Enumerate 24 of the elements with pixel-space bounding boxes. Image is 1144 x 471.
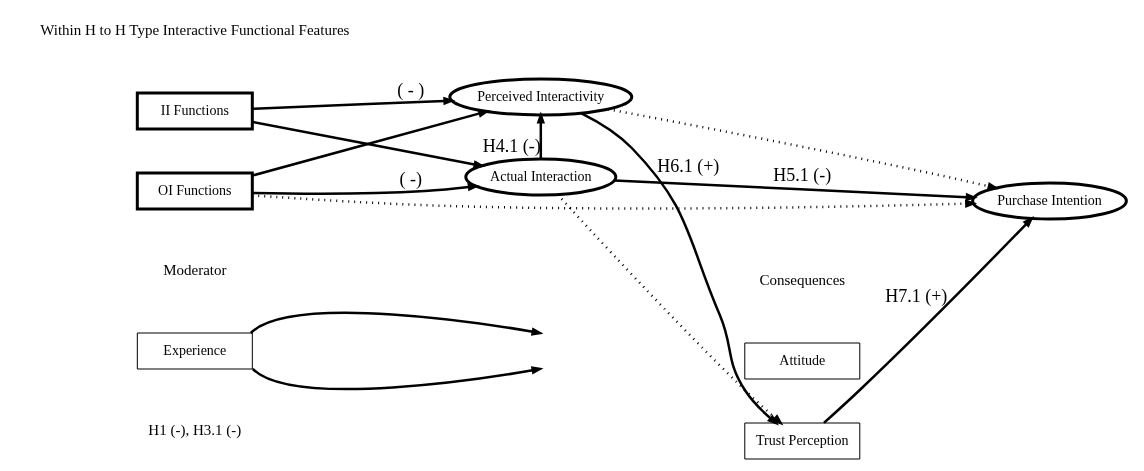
edge-label: H4.1 (-) xyxy=(482,135,541,156)
arrow xyxy=(607,107,1000,190)
node-box: II Functions xyxy=(135,91,254,130)
arrow xyxy=(252,182,480,195)
label: H1 (-), H3.1 (-) xyxy=(148,421,242,437)
arrow xyxy=(252,109,491,177)
arrow xyxy=(614,178,978,201)
edge-label: ( - ) xyxy=(397,79,425,100)
node-box: Experience xyxy=(136,332,253,369)
edge-label: H5.1 (-) xyxy=(773,164,832,185)
label: Moderator xyxy=(163,261,227,277)
arrow xyxy=(823,215,1034,424)
node-box: OI Functions xyxy=(135,171,254,210)
arrow xyxy=(252,193,978,210)
edge-label: H6.1 (+) xyxy=(657,155,720,176)
node-box: Trust Perception xyxy=(744,422,861,459)
label: Consequences xyxy=(759,271,846,287)
edge-label: H7.1 (+) xyxy=(885,285,948,306)
node-box: Attitude xyxy=(744,342,861,379)
label: Within H to H Type Interactive Functional Features xyxy=(40,21,350,37)
arrow xyxy=(252,96,456,110)
arrow xyxy=(536,111,546,159)
arrow xyxy=(252,120,486,168)
edge-label: ( -) xyxy=(399,168,423,189)
